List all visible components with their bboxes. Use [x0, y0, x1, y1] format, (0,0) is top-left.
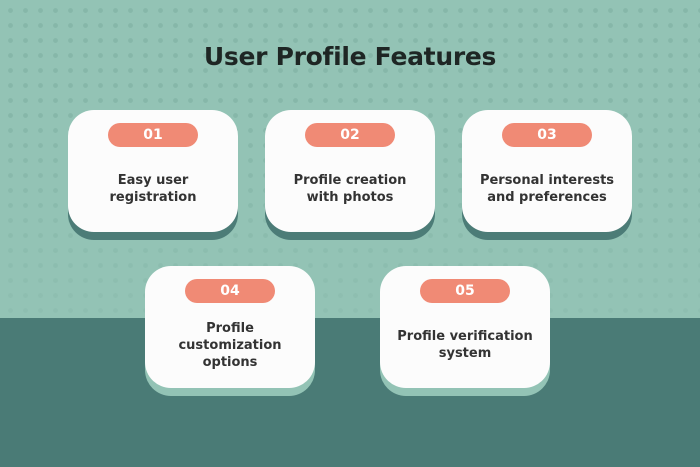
- feature-number-badge: 02: [305, 123, 395, 147]
- feature-label: Easy user registration: [109, 173, 197, 205]
- page-title: User Profile Features: [203, 42, 497, 71]
- feature-card-5: 05 Profile verification system: [380, 266, 550, 388]
- feature-label: Profile creation with photos: [293, 173, 407, 205]
- feature-card-4: 04 Profile customization options: [145, 266, 315, 388]
- feature-card-3: 03 Personal interests and preferences: [462, 110, 632, 232]
- feature-card-1: 01 Easy user registration: [68, 110, 238, 232]
- feature-label: Profile customization options: [178, 320, 282, 370]
- feature-number-badge: 05: [420, 279, 510, 303]
- feature-number-badge: 04: [185, 279, 275, 303]
- feature-number-badge: 01: [108, 123, 198, 147]
- feature-label: Profile verification system: [397, 329, 533, 361]
- feature-number-badge: 03: [502, 123, 592, 147]
- feature-label: Personal interests and preferences: [479, 173, 615, 205]
- feature-card-2: 02 Profile creation with photos: [265, 110, 435, 232]
